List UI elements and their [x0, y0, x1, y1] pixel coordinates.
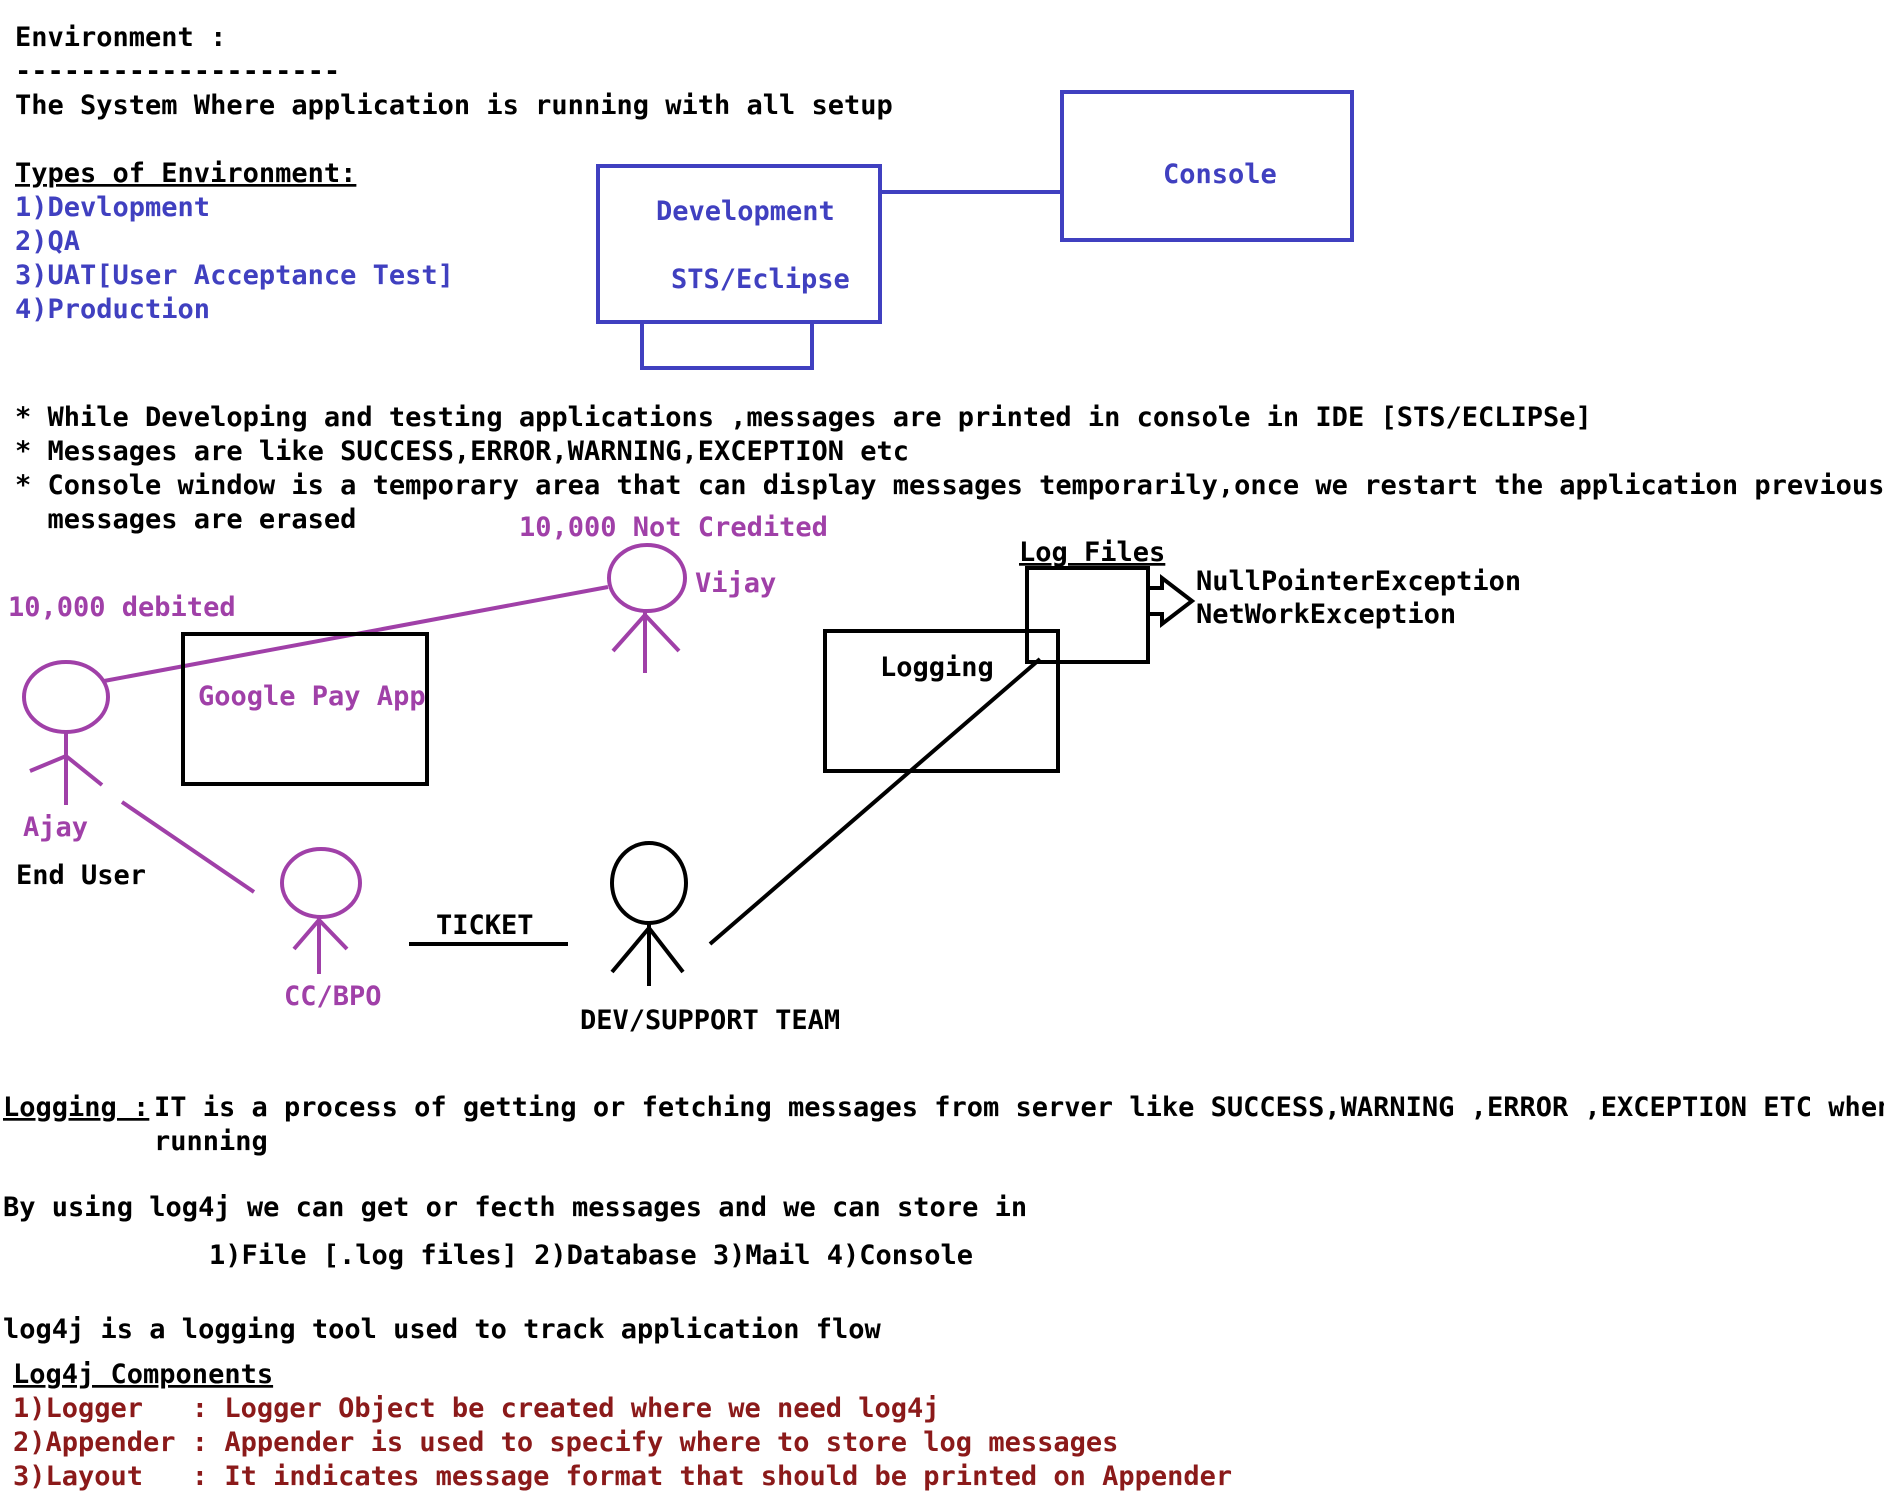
environment-type-item: 4)Production: [15, 294, 210, 325]
exception-label: NullPointerException: [1196, 566, 1521, 597]
payment-scenario: 10,000 Not Credited Vijay 10,000 debited…: [8, 512, 1521, 1036]
google-pay-box: [181, 632, 429, 786]
dev-support-arms: [610, 924, 685, 974]
dev-to-logs-line: [708, 657, 1042, 946]
ajay-to-cc-line: [120, 800, 256, 894]
environment-heading: Environment :: [15, 22, 226, 53]
note-line: * While Developing and testing applicati…: [15, 402, 1592, 433]
environment-types-heading: Types of Environment:: [15, 158, 356, 189]
cc-bpo-arms: [292, 917, 349, 951]
google-pay-label: Google Pay App: [198, 681, 426, 712]
note-line: messages are erased: [15, 504, 356, 535]
log4j-component-item: 3)Layout : It indicates message format t…: [13, 1461, 1232, 1492]
development-box: [596, 164, 882, 324]
debited-label: 10,000 debited: [8, 592, 236, 623]
console-label: Console: [1163, 159, 1277, 190]
console-box: [1060, 90, 1354, 242]
cc-bpo-head: [280, 847, 362, 919]
environment-definition: The System Where application is running …: [15, 90, 893, 121]
development-diagram: Development STS/Eclipse Console: [596, 90, 1354, 370]
log4j-component-item: 2)Appender : Appender is used to specify…: [13, 1427, 1118, 1458]
logging-definition-line: IT is a process of getting or fetching m…: [154, 1092, 1884, 1123]
note-line: * Console window is a temporary area tha…: [15, 470, 1884, 501]
not-credited-label: 10,000 Not Credited: [519, 512, 828, 543]
log4j-tool-definition: log4j is a logging tool used to track ap…: [3, 1314, 882, 1345]
environment-type-item: 2)QA: [15, 226, 80, 257]
environment-type-item: 3)UAT[User Acceptance Test]: [15, 260, 454, 291]
logging-definition-line: running: [154, 1126, 268, 1157]
logging-box-label: Logging: [880, 652, 994, 683]
ticket-label: TICKET: [436, 910, 534, 941]
ajay-arms: [29, 753, 104, 787]
dev-support-label: DEV/SUPPORT TEAM: [580, 1005, 840, 1036]
cc-bpo-label: CC/BPO: [284, 981, 382, 1012]
ajay-head: [22, 660, 110, 734]
note-line: * Messages are like SUCCESS,ERROR,WARNIN…: [15, 436, 909, 467]
log-files-label: Log Files: [1019, 537, 1165, 568]
logging-term: Logging :: [3, 1092, 149, 1123]
log4j-components-heading: Log4j Components: [13, 1359, 273, 1390]
log4j-component-item: 1)Logger : Logger Object be created wher…: [13, 1393, 940, 1424]
development-label: Development: [656, 196, 835, 227]
dev-support-head: [610, 841, 688, 925]
log4j-store-intro: By using log4j we can get or fecth messa…: [3, 1192, 1027, 1223]
sts-eclipse-label: STS/Eclipse: [671, 264, 850, 295]
vijay-label: Vijay: [695, 568, 776, 599]
development-box-stand: [640, 320, 814, 370]
environment-type-item: 1)Devlopment: [15, 192, 210, 223]
log-files-box: [1025, 566, 1150, 664]
end-user-label: End User: [16, 860, 146, 891]
log4j-store-options: 1)File [.log files] 2)Database 3)Mail 4)…: [209, 1240, 973, 1271]
ajay-label: Ajay: [23, 812, 88, 843]
exception-label: NetWorkException: [1196, 599, 1456, 630]
vijay-arms: [611, 612, 681, 653]
environment-divider: --------------------: [15, 56, 340, 87]
logging-box: [823, 629, 1060, 773]
log-files-arrow-icon: [1146, 573, 1196, 629]
vijay-head: [607, 543, 687, 613]
